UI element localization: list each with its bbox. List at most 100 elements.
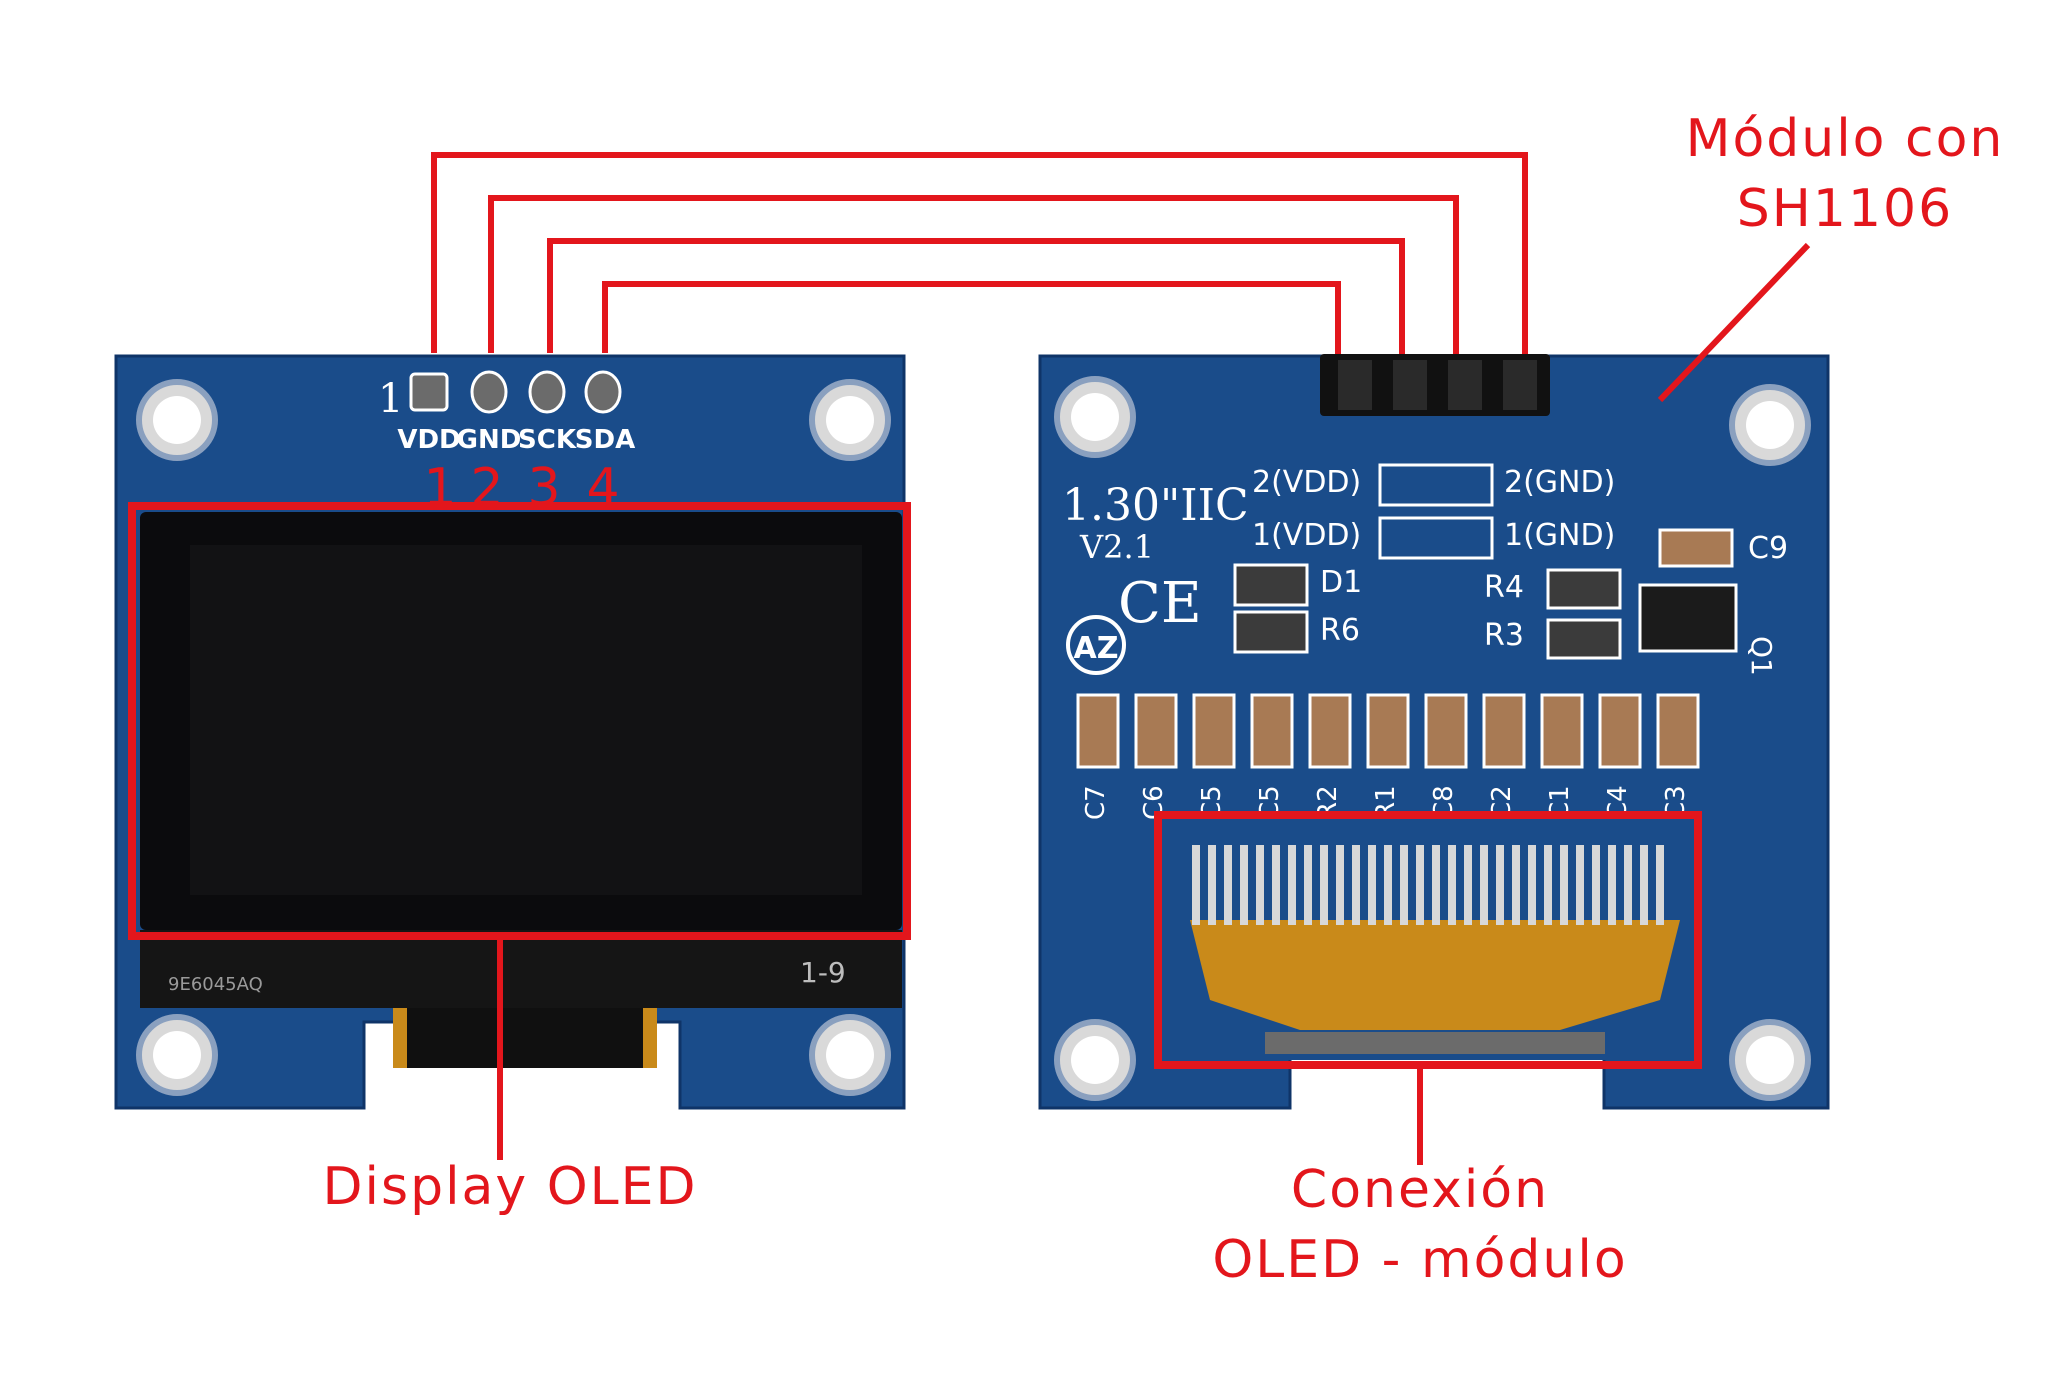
capacitor-pad xyxy=(1424,693,1468,769)
component-d1 xyxy=(1233,563,1309,607)
capacitor-pad xyxy=(1308,693,1352,769)
connection-callout: Conexión OLED - módulo xyxy=(1180,1155,1660,1295)
capacitor-pad xyxy=(1076,693,1120,769)
flex-pin xyxy=(1256,845,1264,925)
pin-number-1: 1 xyxy=(423,458,456,518)
ce-mark-icon: CE xyxy=(1118,571,1202,636)
connection-label-line1: Conexión xyxy=(1290,1160,1550,1220)
pin-header-icon xyxy=(1320,354,1550,416)
flex-cable xyxy=(1190,920,1680,1030)
flex-pin xyxy=(1304,845,1312,925)
component-r4 xyxy=(1546,568,1622,610)
capacitor-pad xyxy=(1134,693,1178,769)
pin-label-sck: SCK xyxy=(518,425,577,455)
connection-highlight-box xyxy=(1154,811,1702,1069)
jumper-pads-top xyxy=(1378,463,1494,507)
capacitor-pad xyxy=(1656,693,1700,769)
front-pin-one-label: 1 xyxy=(378,376,403,422)
front-label-bottom-left: 9E6045AQ xyxy=(168,974,263,995)
capacitor-pad xyxy=(1598,693,1642,769)
flex-pin xyxy=(1608,845,1616,925)
capacitor-pad xyxy=(1482,693,1526,769)
board-version: V2.1 xyxy=(1079,528,1154,566)
label-r3: R3 xyxy=(1484,618,1524,653)
flex-pin xyxy=(1448,845,1456,925)
pin-pad-sda xyxy=(584,370,622,414)
display-highlight-box xyxy=(128,502,911,940)
capacitor-pad xyxy=(1366,693,1410,769)
label-r6: R6 xyxy=(1320,613,1360,648)
flex-pin xyxy=(1464,845,1472,925)
mounting-hole-icon xyxy=(136,379,218,461)
flex-pin-row xyxy=(1192,845,1664,925)
flex-pin xyxy=(1336,845,1344,925)
mounting-hole-icon xyxy=(1729,1019,1811,1101)
front-label-bottom-right: 1-9 xyxy=(800,956,846,989)
jumper-label-2vdd: 2(VDD) xyxy=(1252,465,1361,500)
front-flex-tab-right xyxy=(643,1008,657,1068)
flex-pin xyxy=(1320,845,1328,925)
flex-pin xyxy=(1592,845,1600,925)
front-flex-tab-left xyxy=(393,1008,407,1068)
flex-pin xyxy=(1640,845,1648,925)
wire-sda xyxy=(602,281,1341,354)
flex-pin xyxy=(1352,845,1360,925)
flex-pin xyxy=(1656,845,1664,925)
capacitor-pad xyxy=(1192,693,1236,769)
back-module: 1.30"IIC V2.1 CE AZ 2(VDD) 2(GND) 1(VDD)… xyxy=(1038,354,1830,1110)
flex-pin xyxy=(1576,845,1584,925)
flex-pin xyxy=(1432,845,1440,925)
flex-pin xyxy=(1272,845,1280,925)
front-module: 1 VDD GND SCK SDA 9E6045AQ 1-9 1 2 3 4 xyxy=(114,354,911,1110)
flex-pin xyxy=(1560,845,1568,925)
flex-pin xyxy=(1224,845,1232,925)
component-r6 xyxy=(1233,610,1309,654)
screen-bottom-strip xyxy=(140,930,902,1008)
pin-label-vdd: VDD xyxy=(397,425,460,455)
pin-number-4: 4 xyxy=(586,458,619,518)
front-flex-tab xyxy=(400,1008,650,1068)
flex-pin xyxy=(1288,845,1296,925)
module-label-line2: SH1106 xyxy=(1736,179,1954,239)
display-oled-callout: Display OLED xyxy=(300,1152,720,1222)
board-title: 1.30"IIC xyxy=(1062,480,1249,531)
mounting-hole-icon xyxy=(136,1014,218,1096)
flex-pin xyxy=(1496,845,1504,925)
jumper-label-1vdd: 1(VDD) xyxy=(1252,518,1361,553)
mounting-hole-icon xyxy=(1729,384,1811,466)
label-c9: C9 xyxy=(1748,531,1788,566)
az-logo-icon: AZ xyxy=(1066,615,1126,675)
module-callout-leader xyxy=(1657,242,1811,403)
flex-pin xyxy=(1624,845,1632,925)
label-d1: D1 xyxy=(1320,565,1362,600)
label-r4: R4 xyxy=(1484,570,1524,605)
flex-bottom-strip xyxy=(1265,1032,1605,1054)
pin-number-3: 3 xyxy=(527,458,560,518)
jumper-pads-bottom xyxy=(1378,516,1494,560)
flex-pin xyxy=(1512,845,1520,925)
wire-gnd xyxy=(488,195,1459,354)
module-label-line1: Módulo con xyxy=(1685,109,2005,169)
flex-pin xyxy=(1240,845,1248,925)
pin-label-sda: SDA xyxy=(575,425,635,455)
flex-pin xyxy=(1528,845,1536,925)
flex-pin xyxy=(1416,845,1424,925)
flex-pin xyxy=(1480,845,1488,925)
label-q1: Q1 xyxy=(1745,636,1778,676)
capacitor-pad xyxy=(1540,693,1584,769)
svg-text:AZ: AZ xyxy=(1074,631,1119,666)
jumper-label-1gnd: 1(GND) xyxy=(1504,518,1615,553)
display-oled-label: Display OLED xyxy=(322,1157,698,1217)
flex-pin xyxy=(1384,845,1392,925)
flex-pin xyxy=(1368,845,1376,925)
capacitor-pad xyxy=(1250,693,1294,769)
pin-number-2: 2 xyxy=(470,458,503,518)
component-c9 xyxy=(1658,528,1734,568)
jumper-label-2gnd: 2(GND) xyxy=(1504,465,1615,500)
flex-pin xyxy=(1400,845,1408,925)
flex-pin xyxy=(1192,845,1200,925)
flex-pin xyxy=(1208,845,1216,925)
wire-vdd xyxy=(431,152,1528,354)
pin-pad-vdd xyxy=(409,372,449,412)
